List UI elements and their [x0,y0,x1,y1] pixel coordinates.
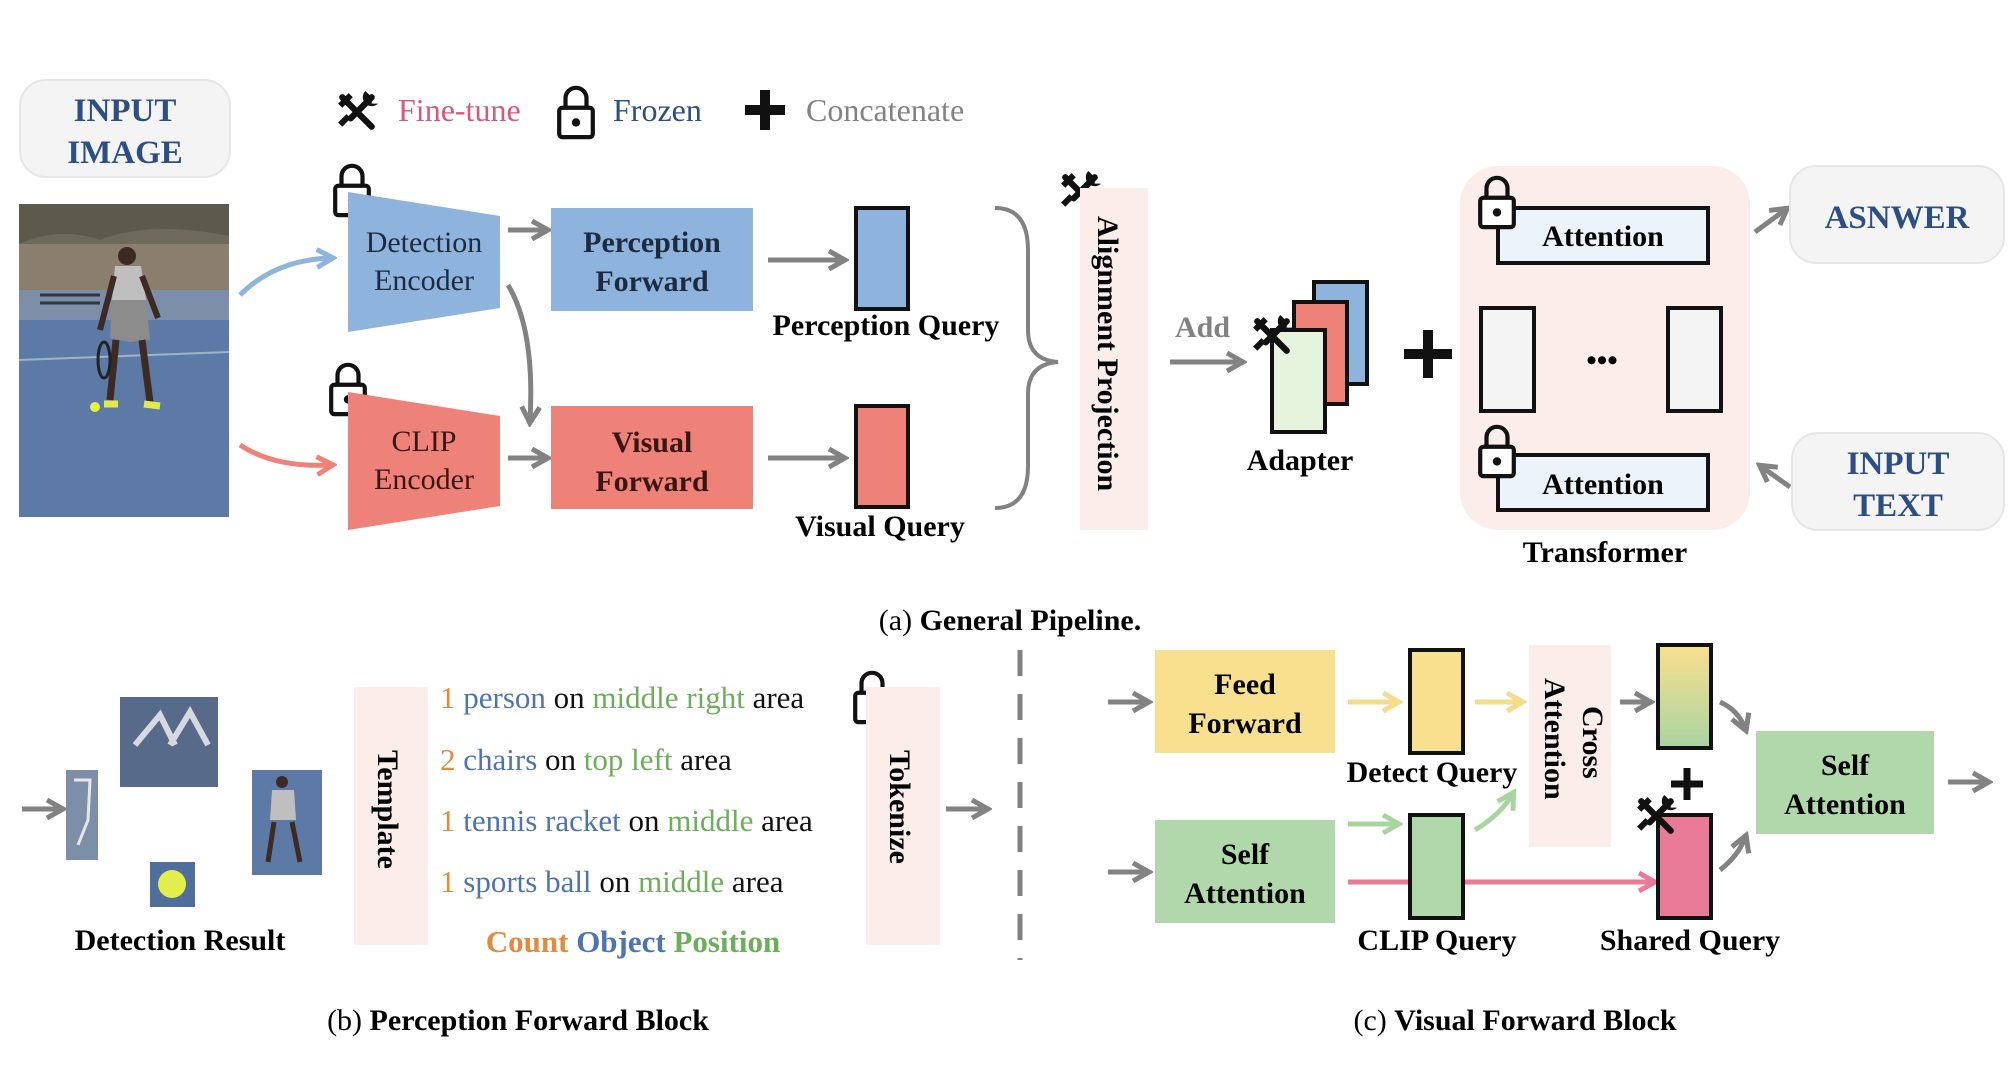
caption-a: (a) General Pipeline. [879,604,1141,637]
template-key: Count Object Position [486,924,781,959]
visual-query-token [854,404,910,509]
self-attention-box [1155,820,1335,923]
attention-top-label: Attention [1542,220,1664,253]
input-text-line1: INPUT [1847,446,1950,482]
perception-forward-l1: Perception [583,226,721,259]
shared-query-token [1656,813,1713,920]
clip-encoder-l2: Encoder [374,463,474,496]
fused-query-token [1656,643,1713,750]
template-box [354,687,428,945]
attention-top-box [1496,206,1710,265]
finetune-tools-icon [338,91,378,127]
adapter-label: Adapter [1247,444,1354,477]
self-attention-out-box [1756,731,1934,834]
image-to-clip-arrow [238,442,330,465]
detection-encoder-l1: Detection [366,226,483,259]
perception-forward-l2: Forward [595,265,709,298]
perception-query-token [854,206,910,311]
detection-encoder-l2: Encoder [374,264,474,297]
caption-b: (b) Perception Forward Block [327,1004,709,1037]
feed-forward-box [1155,650,1335,753]
frozen-lock-icon [559,88,593,137]
visual-forward-l1: Visual [612,426,693,459]
legend: Fine-tune Frozen Concatenate [338,88,964,137]
shared-to-selfattn-arrow [1718,838,1745,872]
legend-finetune: Fine-tune [398,92,521,128]
caption-c: (c) Visual Forward Block [1353,1004,1676,1037]
input-photo [18,204,230,517]
shared-query-label: Shared Query [1600,924,1780,957]
visual-forward-l2: Forward [595,465,709,498]
detect-query-token [1408,648,1465,755]
feed-forward-l1: Feed [1214,668,1276,701]
tokenize-label: Tokenize [883,750,916,864]
input-text-badge [1791,432,2005,531]
template-line-2: 2 chairs on top left area [440,742,732,777]
perception-forward-box [551,208,753,311]
template-line-4: 1 sports ball on middle area [440,864,784,899]
clip-to-cross-arrow [1473,795,1512,833]
self-attention-out-l1: Self [1821,749,1870,782]
self-attention-l1: Self [1221,838,1270,871]
tokenize-box [866,687,940,945]
attention-bottom-label: Attention [1542,468,1664,501]
clip-query-token [1408,813,1465,920]
text-token-right [1666,306,1723,413]
attention-bottom-box [1496,453,1710,512]
transformer-to-answer-arrow [1753,210,1785,235]
fused-plus-icon [1671,768,1703,800]
input-text-line2: TEXT [1853,488,1943,524]
detect-query-label: Detect Query [1347,756,1518,789]
detect-to-visual-arrow [505,283,531,420]
answer-label: ASNWER [1825,200,1971,236]
template-line-3: 1 tennis racket on middle area [440,803,813,838]
legend-concatenate: Concatenate [806,92,964,128]
concat-plus-icon [1404,330,1452,378]
transformer-label: Transformer [1523,536,1687,569]
clip-encoder-l1: CLIP [391,425,456,458]
merge-brace [994,206,1059,510]
add-label: Add [1175,311,1230,344]
image-to-detection-arrow [238,258,330,297]
template-lines: 1 person on middle right area 2 chairs o… [440,680,813,959]
self-attention-l2: Attention [1184,877,1306,910]
detection-encoder [348,192,500,332]
cross-attention-box [1529,645,1611,847]
input-image-badge [19,79,231,178]
template-label: Template [371,750,404,869]
visual-query-label: Visual Query [795,510,965,543]
input-image-line2: IMAGE [67,135,183,171]
cross-attention-l2: Attention [1538,678,1571,800]
perception-query-label: Perception Query [773,309,1000,342]
clip-encoder [348,392,500,530]
feed-forward-l2: Forward [1188,707,1302,740]
cross-attention-l1: Cross [1576,706,1609,779]
detection-crops [66,697,322,907]
detection-result-label: Detection Result [75,924,286,957]
answer-badge [1789,165,2005,264]
clip-query-label: CLIP Query [1357,924,1516,957]
text-to-transformer-arrow [1762,467,1792,490]
ellipsis-label: ••• [1586,344,1618,377]
template-line-1: 1 person on middle right area [440,680,804,715]
concatenate-plus-icon [745,90,785,130]
input-image-line1: INPUT [74,93,177,129]
fused-to-selfattn-arrow [1718,699,1745,728]
text-token-left [1479,306,1536,413]
self-attention-out-l2: Attention [1784,788,1906,821]
visual-forward-box [551,406,753,509]
legend-frozen: Frozen [613,92,702,128]
alignment-projection-label: Alignment Projection [1091,216,1124,492]
alignment-projection-box [1080,188,1148,530]
